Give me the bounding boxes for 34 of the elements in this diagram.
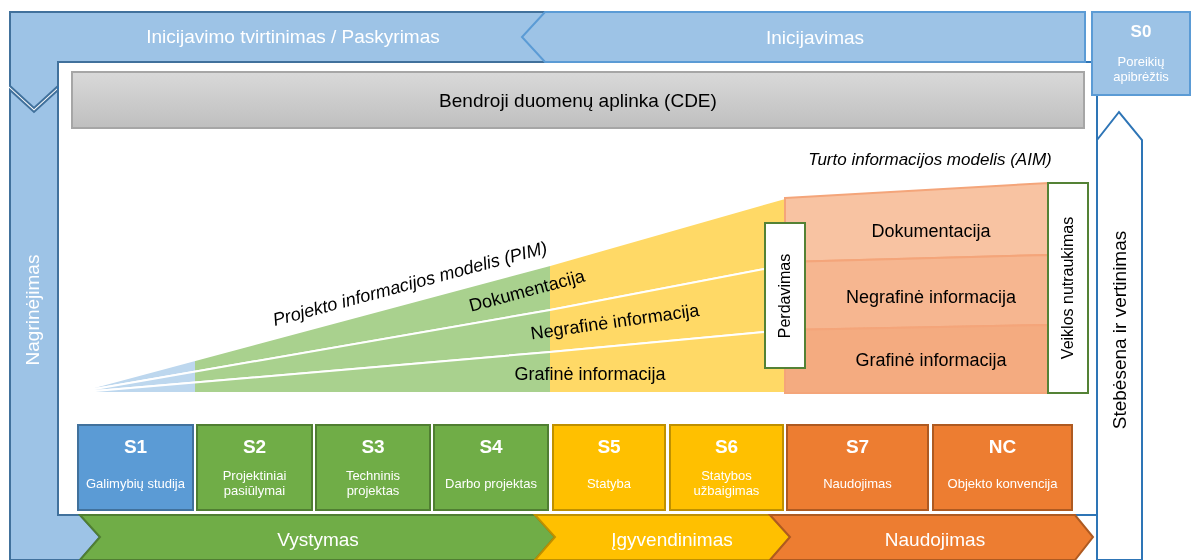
milestone-label: Veiklos nutraukimas (1058, 216, 1077, 360)
stage-name: Techninis projektas (344, 469, 402, 499)
stage-code: S6 (714, 436, 739, 458)
stage-name: Projektiniai pasiūlymai (221, 469, 288, 499)
stage-name: Darbo projektas (444, 476, 538, 492)
band-label: Dokumentacija (871, 220, 991, 242)
stage-name: Naudojimas (822, 476, 893, 492)
stage-name: Galimybių studija (85, 476, 186, 492)
stage-code: S3 (361, 436, 385, 458)
stage-name: Statybos užbaigimas (692, 469, 761, 499)
stage-code: S7 (845, 436, 870, 458)
stage-code: S1 (123, 436, 148, 458)
phase-label: Nagrinėjimas (22, 254, 44, 366)
stage-name: Objekto konvencija (946, 476, 1059, 492)
stage-code: S5 (597, 436, 621, 458)
phase-label: Įgyvendinimas (611, 529, 733, 551)
arrow-label: Stebėsena ir vertinimas (1109, 230, 1131, 430)
stage-code: S0 (1130, 22, 1152, 42)
stage-code: S2 (242, 436, 267, 458)
phase-label: Inicijavimas (765, 27, 865, 49)
phase-label: Vystymas (277, 529, 359, 551)
stage-code: NC (988, 436, 1017, 458)
bar-label: Bendroji duomenų aplinka (CDE) (439, 90, 717, 112)
stage-code: S4 (479, 436, 503, 458)
stage-name: Poreikių apibrėžtis (1112, 55, 1170, 85)
band-label: Negrafinė informacija (529, 299, 701, 345)
band-label: Negrafinė informacija (845, 286, 1017, 308)
phase-label: Naudojimas (884, 529, 986, 551)
model-title: Turto informacijos modelis (AIM) (808, 150, 1052, 170)
stage-name: Statyba (585, 476, 633, 492)
band-label: Grafinė informacija (514, 363, 666, 385)
milestone-label: Perdavimas (775, 253, 794, 339)
band-label: Grafinė informacija (855, 349, 1007, 371)
phase-label: Inicijavimo tvirtinimas / Paskyrimas (146, 26, 440, 48)
